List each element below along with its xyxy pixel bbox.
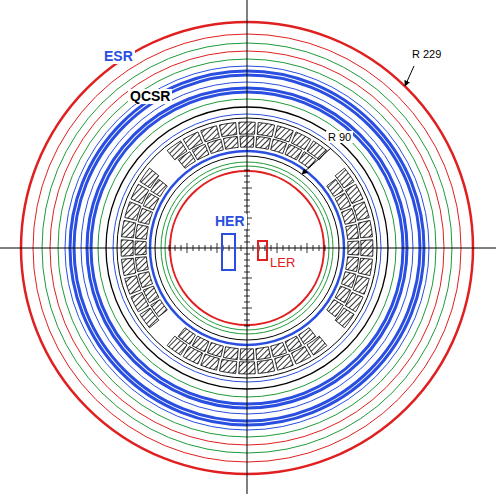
coil-segment <box>341 272 355 288</box>
beam-label: LER <box>268 256 297 270</box>
her-beam-pipe <box>222 234 235 270</box>
coil-segment <box>291 132 310 150</box>
coil-segment <box>353 202 369 221</box>
leader-line <box>405 66 414 86</box>
coil-segment <box>140 168 159 188</box>
coil-segment <box>335 168 354 188</box>
coil-segment <box>125 202 141 221</box>
coil-segment <box>122 258 136 275</box>
dimension-label: R 90 <box>326 131 353 143</box>
coil-segment <box>271 342 287 356</box>
beam-label: HER <box>213 214 247 229</box>
coil-segment <box>275 126 294 142</box>
coil-segment <box>257 123 274 137</box>
coil-segment <box>346 224 359 239</box>
coil-segment <box>335 308 354 328</box>
coil-segment <box>275 354 294 370</box>
ring-label: QCSR <box>128 89 172 104</box>
coil-segment <box>167 141 187 160</box>
coil-segment <box>346 257 359 272</box>
coil-segment <box>138 208 152 224</box>
coil-segment <box>207 342 223 356</box>
coil-segment <box>201 354 220 370</box>
dimension-label: R 229 <box>410 48 443 60</box>
coil-segment <box>219 123 236 137</box>
coil-segment <box>307 336 327 355</box>
coil-segment <box>291 346 310 364</box>
coil-segment <box>307 141 327 160</box>
coil-segment <box>135 224 148 239</box>
coil-segment <box>257 359 274 373</box>
leader-line <box>302 148 331 174</box>
coil-segment <box>140 308 159 328</box>
coil-segment <box>345 184 363 203</box>
coil-segment <box>223 347 238 360</box>
coil-segment <box>223 136 238 149</box>
coil-segment <box>201 126 220 142</box>
coil-segment <box>167 336 187 355</box>
coil-segment <box>256 347 271 360</box>
coil-segment <box>345 292 363 311</box>
coil-segment <box>271 139 287 153</box>
coil-segment <box>341 208 355 224</box>
coil-segment <box>131 292 149 311</box>
coil-segment <box>353 276 369 295</box>
ler-beam-pipe <box>258 241 267 260</box>
coil-segment <box>183 132 202 150</box>
coil-segment <box>207 139 223 153</box>
coil-segment <box>256 136 271 149</box>
coil-segment <box>131 184 149 203</box>
coil-segment <box>135 257 148 272</box>
coil-segment <box>219 359 236 373</box>
ring-label: ESR <box>102 49 135 64</box>
coil-segment <box>183 346 202 364</box>
axis-ticks <box>169 170 325 326</box>
coil-segment <box>138 272 152 288</box>
coil-segment <box>122 220 136 237</box>
coil-segment <box>125 276 141 295</box>
coil-segment <box>358 258 372 275</box>
coil-segment <box>358 220 372 237</box>
